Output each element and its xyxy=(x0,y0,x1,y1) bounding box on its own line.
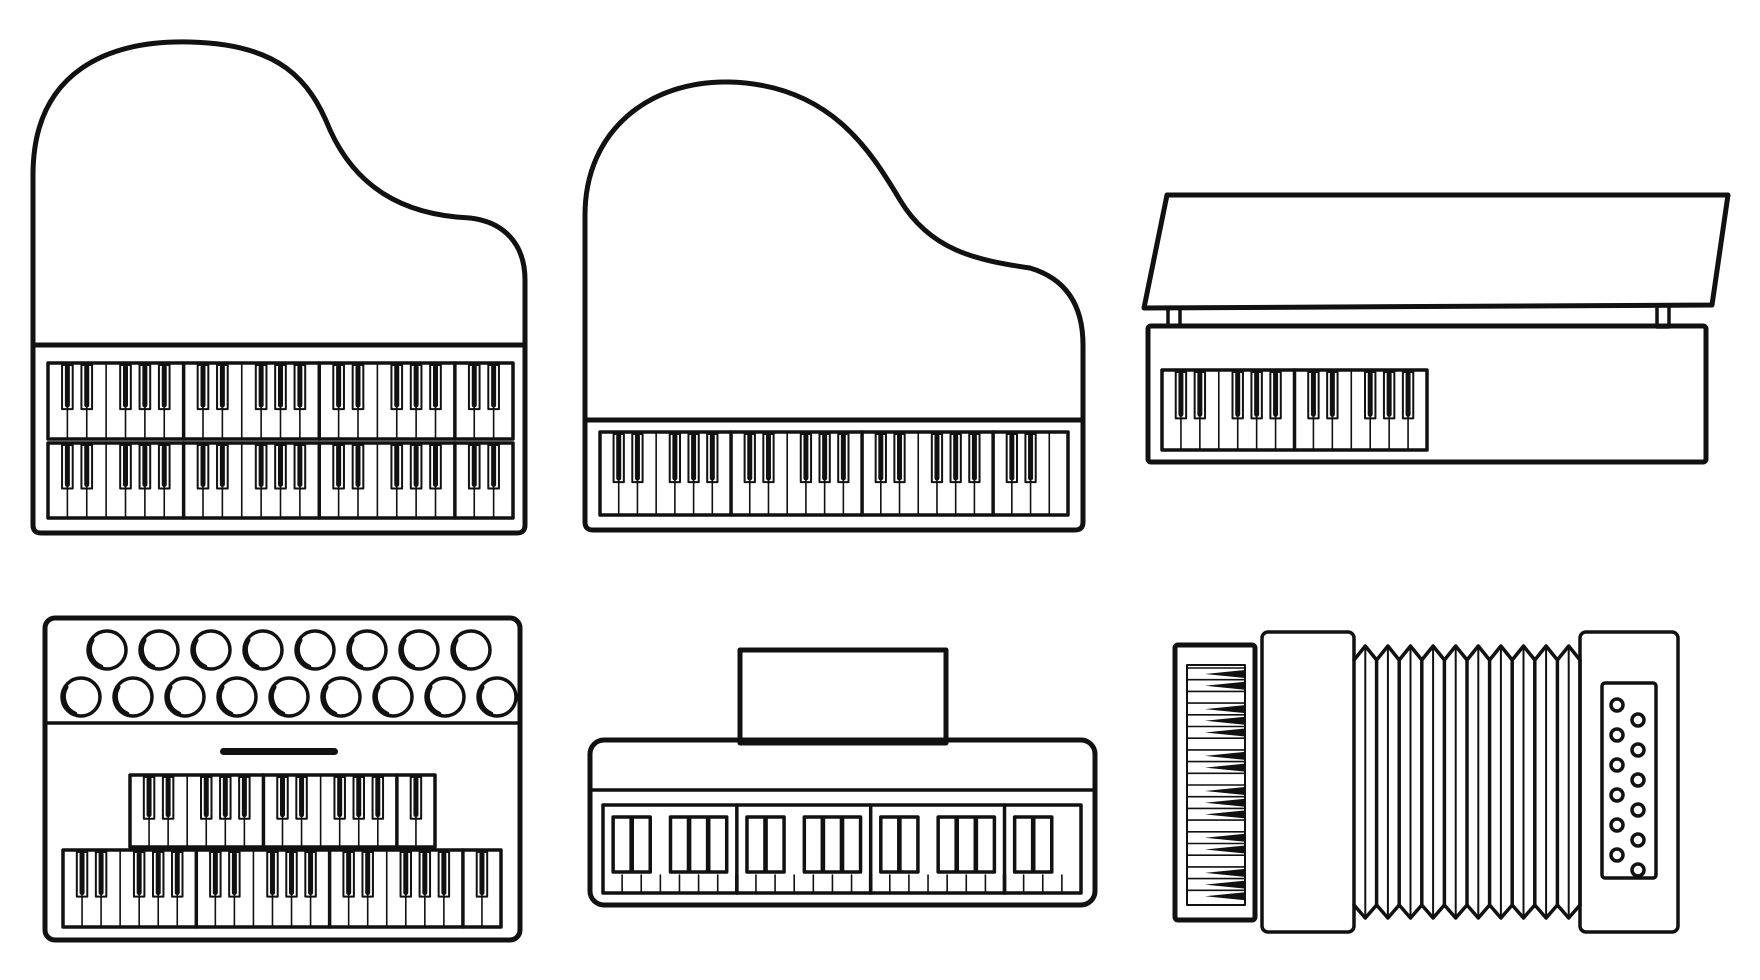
black-key xyxy=(1205,705,1245,714)
black-key xyxy=(1205,845,1245,854)
bass-buttons xyxy=(1609,697,1646,878)
bass-button xyxy=(1630,802,1646,818)
bass-button xyxy=(1609,817,1625,833)
button-shade xyxy=(216,684,234,717)
button-shade xyxy=(268,684,286,717)
black-key xyxy=(802,815,825,874)
upper-keyboard xyxy=(46,361,515,441)
keyboard xyxy=(1160,368,1429,452)
black-key xyxy=(821,815,844,874)
black-key xyxy=(1205,868,1245,877)
open-lid-keyboard-case-icon xyxy=(1141,192,1731,465)
black-key xyxy=(745,815,767,874)
bass-side xyxy=(1578,630,1680,934)
button-shade xyxy=(424,684,442,717)
electronic-keyboard-icon xyxy=(587,647,1098,908)
black-key xyxy=(1205,892,1245,901)
black-key xyxy=(706,815,729,874)
black-key xyxy=(687,815,710,874)
black-key xyxy=(1205,880,1245,889)
accordion-icon xyxy=(1172,630,1680,934)
black-key xyxy=(630,815,652,874)
black-key xyxy=(1205,751,1245,760)
piano-lid-outline xyxy=(30,39,528,348)
black-key xyxy=(974,815,997,874)
bellows-bottom-edge xyxy=(1352,903,1582,920)
bass-button xyxy=(1609,847,1625,863)
bass-button xyxy=(1630,832,1646,848)
piano-body xyxy=(30,342,528,536)
lower-keyboard xyxy=(61,848,503,929)
black-key xyxy=(1205,833,1245,842)
bass-button xyxy=(1609,727,1625,743)
black-key xyxy=(1032,815,1054,874)
bass-button xyxy=(1609,757,1625,773)
black-key xyxy=(1205,798,1245,807)
music-stand xyxy=(737,647,949,746)
black-key xyxy=(936,815,958,874)
button-grid xyxy=(60,629,518,718)
button-shade xyxy=(372,684,390,717)
button-shade xyxy=(294,637,312,670)
synth-body xyxy=(42,615,523,943)
black-key xyxy=(898,815,920,874)
bellows-top-edge xyxy=(1352,644,1582,662)
black-key xyxy=(764,815,786,874)
grand-piano-icon xyxy=(582,79,1086,533)
hinge-left xyxy=(1166,306,1182,328)
piano-lid-outline xyxy=(582,79,1086,423)
black-key xyxy=(879,815,901,874)
button-shade xyxy=(86,637,104,670)
black-key xyxy=(1205,810,1245,819)
black-key xyxy=(1205,763,1245,772)
keyboard xyxy=(601,803,1083,895)
button-shade xyxy=(320,684,338,717)
button-shade xyxy=(112,684,130,717)
button-shade xyxy=(476,684,494,717)
treble-keyboard-frame xyxy=(1172,642,1258,923)
button-shade xyxy=(346,637,364,670)
bass-button xyxy=(1609,697,1625,713)
open-lid xyxy=(1141,192,1731,311)
button-shade xyxy=(190,637,208,670)
treble-grille xyxy=(1260,630,1356,934)
keyboard-frame xyxy=(601,803,1083,895)
black-key xyxy=(1205,716,1245,725)
black-key xyxy=(668,815,691,874)
bass-button xyxy=(1609,787,1625,803)
treble-keys xyxy=(1186,664,1246,906)
button-shade xyxy=(398,637,416,670)
black-key xyxy=(1012,815,1035,874)
black-key xyxy=(955,815,978,874)
bellows xyxy=(1352,644,1582,920)
black-key xyxy=(1205,728,1245,737)
black-key xyxy=(1205,681,1245,690)
button-shade xyxy=(138,637,156,670)
keyboard xyxy=(598,430,1070,517)
button-shade xyxy=(242,637,260,670)
bass-button xyxy=(1630,712,1646,728)
bass-button xyxy=(1630,772,1646,788)
bass-panel xyxy=(1600,681,1658,880)
display-slot xyxy=(220,748,338,755)
upper-keyboard xyxy=(128,773,437,849)
piano-body xyxy=(582,417,1086,533)
black-key xyxy=(840,815,863,874)
black-key xyxy=(1205,787,1245,795)
button-synthesizer-icon xyxy=(42,615,523,943)
keyboard-body xyxy=(587,737,1098,908)
lower-keyboard xyxy=(46,441,515,520)
button-shade xyxy=(60,684,78,717)
bass-button xyxy=(1630,862,1646,878)
black-key xyxy=(1205,670,1245,678)
keyboard-frame xyxy=(598,430,1070,517)
button-shade xyxy=(450,637,468,670)
button-shade xyxy=(164,684,182,717)
grand-piano-two-manual-icon xyxy=(30,39,528,536)
case-body xyxy=(1145,323,1709,465)
keyboard-frame xyxy=(61,848,503,929)
bass-button xyxy=(1630,742,1646,758)
black-key xyxy=(611,815,633,874)
